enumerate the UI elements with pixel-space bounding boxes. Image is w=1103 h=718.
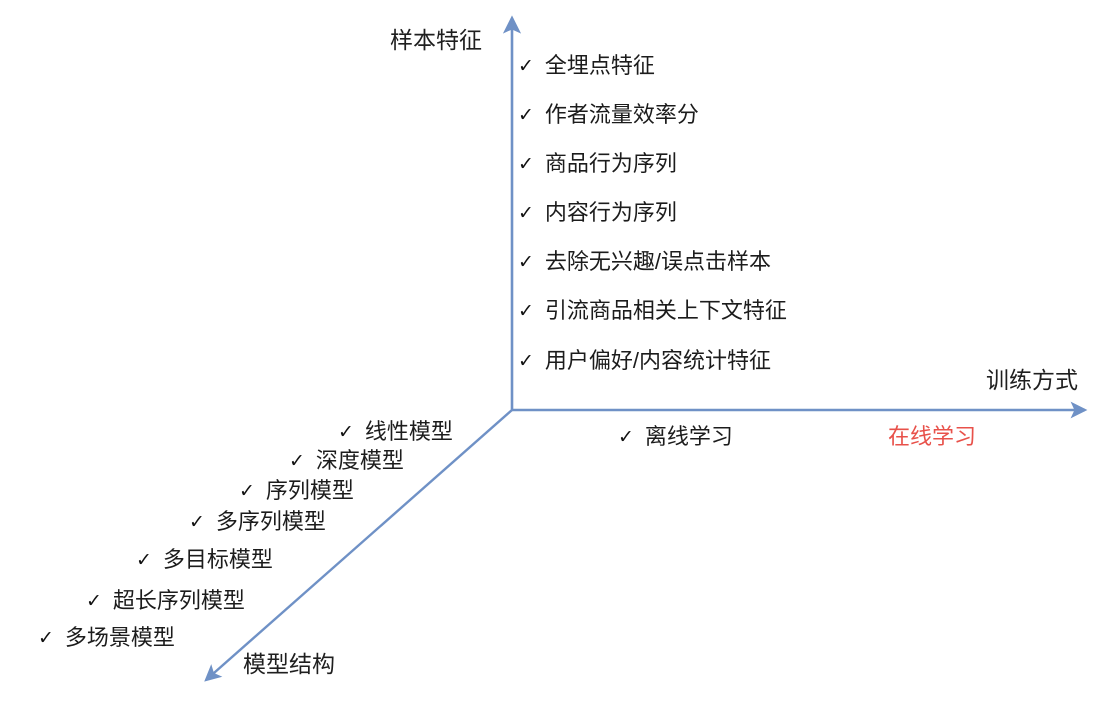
check-icon: ✓ <box>518 349 534 372</box>
model-structure-label: 多序列模型 <box>215 509 326 534</box>
check-icon: ✓ <box>289 449 305 472</box>
sample-feature-item[interactable]: ✓ 全埋点特征 <box>518 55 655 77</box>
check-icon: ✓ <box>518 299 534 322</box>
model-structure-item[interactable]: ✓ 序列模型 <box>239 480 354 502</box>
model-structure-item[interactable]: ✓ 深度模型 <box>289 450 404 472</box>
model-structure-item[interactable]: ✓ 多序列模型 <box>189 511 326 533</box>
check-icon: ✓ <box>86 589 102 612</box>
sample-feature-label: 商品行为序列 <box>544 151 677 176</box>
check-icon: ✓ <box>618 425 634 448</box>
check-icon: ✓ <box>518 152 534 175</box>
sample-feature-item[interactable]: ✓ 用户偏好/内容统计特征 <box>518 350 771 372</box>
sample-feature-label: 引流商品相关上下文特征 <box>544 298 787 323</box>
check-icon: ✓ <box>38 626 54 649</box>
training-method-label: 在线学习 <box>888 424 977 449</box>
check-icon: ✓ <box>338 420 354 443</box>
sample-feature-item[interactable]: ✓ 内容行为序列 <box>518 202 677 224</box>
sample-feature-item[interactable]: ✓ 商品行为序列 <box>518 153 677 175</box>
model-structure-item[interactable]: ✓ 多场景模型 <box>38 627 175 649</box>
check-icon: ✓ <box>518 250 534 273</box>
sample-feature-label: 作者流量效率分 <box>544 102 699 127</box>
model-structure-label: 超长序列模型 <box>112 588 245 613</box>
model-structure-item[interactable]: ✓ 线性模型 <box>338 421 453 443</box>
model-structure-label: 多目标模型 <box>162 547 273 572</box>
model-structure-label: 序列模型 <box>265 478 354 503</box>
sample-feature-label: 内容行为序列 <box>544 200 677 225</box>
model-structure-label: 线性模型 <box>364 419 453 444</box>
training-method-label: 离线学习 <box>644 424 733 449</box>
vertical-axis-title: 样本特征 <box>390 27 482 53</box>
sample-feature-label: 去除无兴趣/误点击样本 <box>544 249 772 274</box>
horizontal-axis-title: 训练方式 <box>986 367 1078 393</box>
training-method-item-online[interactable]: 在线学习 <box>888 426 976 448</box>
model-structure-item[interactable]: ✓ 超长序列模型 <box>86 590 245 612</box>
sample-feature-item[interactable]: ✓ 引流商品相关上下文特征 <box>518 300 787 322</box>
sample-feature-item[interactable]: ✓ 去除无兴趣/误点击样本 <box>518 251 771 273</box>
model-structure-label: 多场景模型 <box>64 625 175 650</box>
sample-feature-item[interactable]: ✓ 作者流量效率分 <box>518 104 699 126</box>
model-structure-label: 深度模型 <box>315 448 404 473</box>
diagonal-axis-line <box>204 409 513 682</box>
check-icon: ✓ <box>518 201 534 224</box>
diagonal-axis-title: 模型结构 <box>243 651 335 677</box>
sample-feature-label: 用户偏好/内容统计特征 <box>544 348 772 373</box>
training-method-item-offline[interactable]: ✓ 离线学习 <box>618 426 733 448</box>
check-icon: ✓ <box>239 479 255 502</box>
check-icon: ✓ <box>518 54 534 77</box>
sample-feature-label: 全埋点特征 <box>544 53 655 78</box>
check-icon: ✓ <box>518 103 534 126</box>
check-icon: ✓ <box>136 548 152 571</box>
model-structure-item[interactable]: ✓ 多目标模型 <box>136 549 273 571</box>
check-icon: ✓ <box>189 510 205 533</box>
